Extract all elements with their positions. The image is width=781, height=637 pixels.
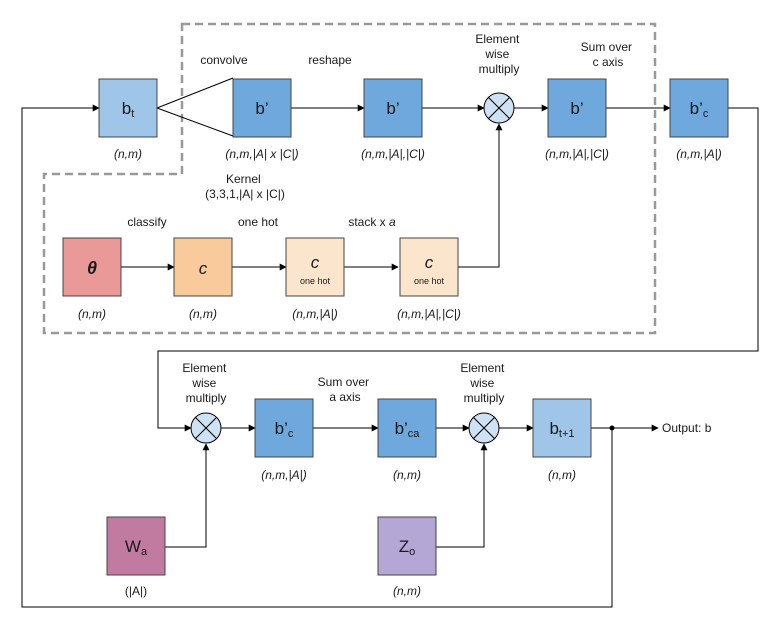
edge-stack-to-multiply xyxy=(458,123,503,268)
svg-text:c: c xyxy=(199,259,208,278)
node-theta: θ (n,m) xyxy=(62,237,122,321)
label-one-hot: one hot xyxy=(238,215,279,229)
dim-b-prime-conv: (n,m,|A| x |C|) xyxy=(225,147,298,161)
dim-theta: (n,m) xyxy=(78,307,106,321)
svg-text:b’: b’ xyxy=(386,99,399,118)
label-ewm-2: Element wise multiply xyxy=(460,361,507,405)
node-b-prime-c-bottom: b’c (n,m,|A|) xyxy=(254,398,314,482)
dim-c-onehot: (n,m,|A|) xyxy=(292,307,338,321)
dim-bt1: (n,m) xyxy=(548,468,576,482)
label-sum-over-c: Sum over c axis xyxy=(581,40,636,69)
label-reshape: reshape xyxy=(308,53,352,67)
label-kernel: Kernel (3,3,1,|A| x |C|) xyxy=(205,172,285,201)
node-zo: Zo (n,m) xyxy=(377,516,437,598)
svg-text:θ: θ xyxy=(87,258,97,278)
node-c-onehot: c one hot (n,m,|A|) xyxy=(285,237,345,321)
node-c-stack: c one hot (n,m,|A|,|C|) xyxy=(397,237,461,321)
svg-text:one hot: one hot xyxy=(300,276,331,286)
junction-dot xyxy=(609,425,615,431)
edge-feedback-loop xyxy=(21,104,613,608)
svg-text:b’ca: b’ca xyxy=(395,419,421,440)
node-c-class: c (n,m) xyxy=(173,237,233,321)
svg-text:c: c xyxy=(311,253,320,272)
node-b-prime-c-top: b’c (n,m,|A|) xyxy=(669,78,729,161)
dim-bt: (n,m) xyxy=(114,147,142,161)
node-b-prime-sum: b’ (n,m,|A|,|C|) xyxy=(545,78,609,161)
dim-c-class: (n,m) xyxy=(189,307,217,321)
svg-text:b’: b’ xyxy=(570,99,583,118)
multiply-2-node xyxy=(468,412,500,444)
svg-text:bt+1: bt+1 xyxy=(549,419,574,440)
edge-bc-to-multiply1 xyxy=(157,107,759,432)
dim-b-prime-c-bottom: (n,m,|A|) xyxy=(261,468,307,482)
node-wa: Wa (|A|) xyxy=(106,516,166,598)
node-bt1: bt+1 (n,m) xyxy=(532,398,592,482)
multiply-1-node xyxy=(190,412,222,444)
label-ewm-top: Element wise multiply xyxy=(475,32,522,76)
dim-b-prime-reshape: (n,m,|A|,|C|) xyxy=(361,147,425,161)
label-sum-over-a: Sum over a axis xyxy=(318,375,373,404)
label-output: Output: b xyxy=(662,421,712,435)
svg-text:b’: b’ xyxy=(255,99,268,118)
svg-text:Wa: Wa xyxy=(125,537,148,558)
multiply-top-node xyxy=(483,92,515,124)
dim-wa: (|A|) xyxy=(125,584,147,598)
node-b-prime-conv: b’ (n,m,|A| x |C|) xyxy=(225,78,299,161)
dim-c-stack: (n,m,|A|,|C|) xyxy=(397,307,461,321)
edge-zo-to-multiply2 xyxy=(436,443,488,548)
dim-zo: (n,m) xyxy=(393,584,421,598)
svg-text:bt: bt xyxy=(122,99,135,120)
dashed-region xyxy=(42,22,657,335)
svg-text:c: c xyxy=(425,253,434,272)
node-b-prime-reshape: b’ (n,m,|A|,|C|) xyxy=(361,78,425,161)
convolve-triangle xyxy=(156,77,234,137)
svg-text:b’c: b’c xyxy=(275,419,294,440)
label-ewm-1: Element wise multiply xyxy=(182,361,229,405)
svg-text:b’c: b’c xyxy=(690,99,709,120)
svg-text:Zo: Zo xyxy=(399,537,416,558)
node-b-prime-ca: b’ca (n,m) xyxy=(377,398,437,482)
edge-wa-to-multiply1 xyxy=(165,443,210,548)
label-stack: stack x a xyxy=(348,215,396,229)
dim-b-prime-sum: (n,m,|A|,|C|) xyxy=(545,147,609,161)
connectors xyxy=(21,77,759,608)
label-classify: classify xyxy=(127,215,166,229)
svg-text:one hot: one hot xyxy=(414,276,445,286)
dim-b-prime-ca: (n,m) xyxy=(393,468,421,482)
node-bt: bt (n,m) xyxy=(98,78,158,161)
label-convolve: convolve xyxy=(200,53,248,67)
dim-b-prime-c-top: (n,m,|A|) xyxy=(676,147,722,161)
